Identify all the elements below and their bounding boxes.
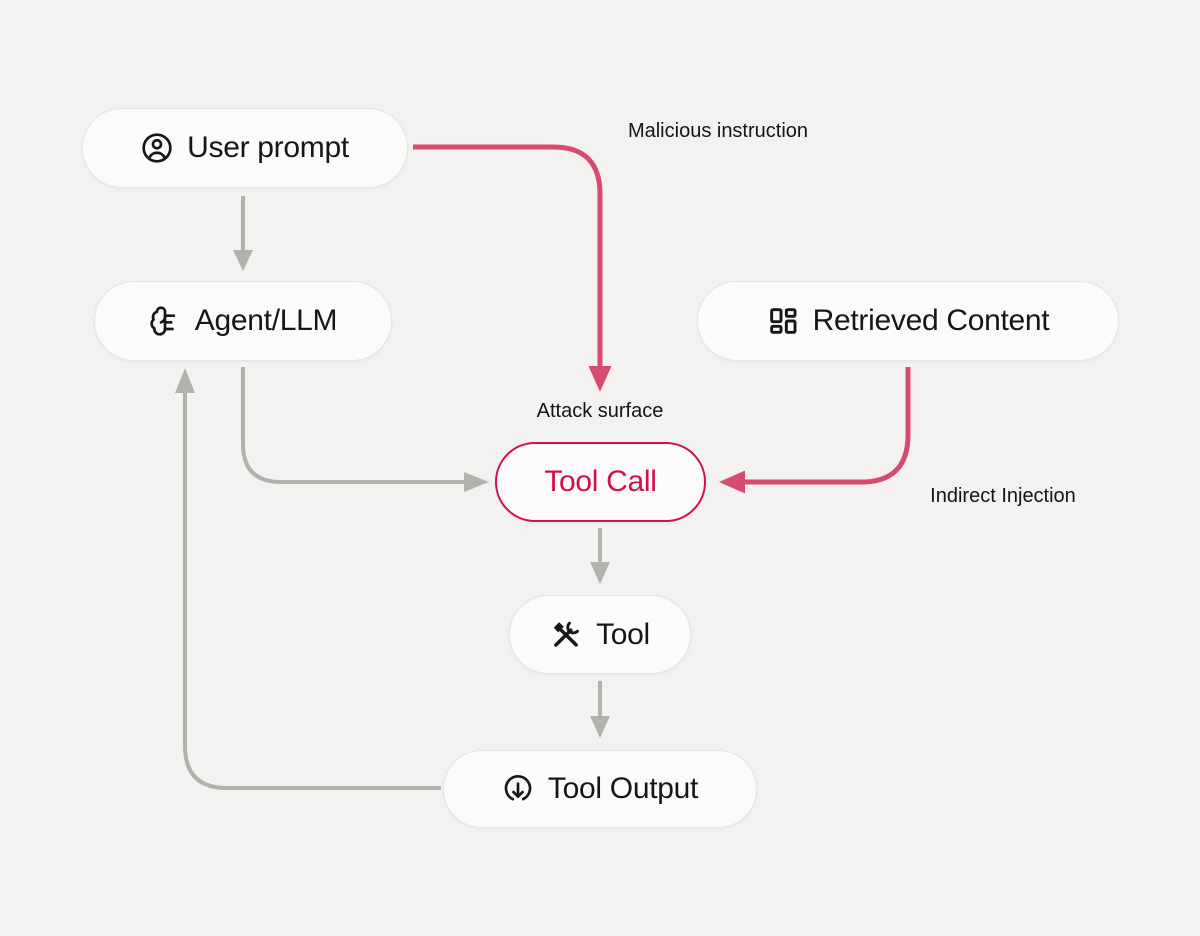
edge-user-prompt-to-agent: [233, 196, 253, 271]
edge-malicious-instruction: [413, 144, 612, 392]
edge-tool-output-to-agent: [175, 368, 441, 790]
layout-dashboard-icon: [769, 308, 797, 334]
attack-surface-label: Attack surface: [536, 400, 664, 422]
edge-indirect-injection: [719, 367, 911, 494]
edge-agent-to-tool-call: [241, 367, 489, 492]
arrow-down-circle-icon: [504, 775, 532, 801]
node-agent-llm-label: Agent/LLM: [194, 304, 338, 337]
malicious-instruction-label: Malicious instruction: [627, 120, 809, 142]
indirect-injection-label: Indirect Injection: [930, 485, 1076, 507]
node-user-prompt-label: User prompt: [187, 131, 349, 164]
edge-tool-call-to-tool: [590, 528, 610, 584]
user-circle-icon: [142, 133, 172, 163]
brain-circuit-icon: [150, 306, 175, 336]
node-tool-label: Tool: [596, 617, 650, 651]
node-retrieved-content: Retrieved Content: [697, 281, 1119, 361]
node-tool-output: Tool Output: [443, 750, 757, 828]
node-tool: Tool: [509, 595, 691, 674]
edge-tool-to-tool-output: [590, 681, 610, 738]
hammer-wrench-icon: [553, 621, 580, 647]
node-agent-llm: Agent/LLM: [94, 281, 392, 361]
node-user-prompt: User prompt: [82, 108, 408, 188]
node-tool-output-label: Tool Output: [547, 772, 699, 805]
node-retrieved-content-label: Retrieved Content: [812, 304, 1050, 337]
node-tool-call: Tool Call: [495, 442, 706, 522]
node-tool-call-label: Tool Call: [544, 465, 657, 498]
